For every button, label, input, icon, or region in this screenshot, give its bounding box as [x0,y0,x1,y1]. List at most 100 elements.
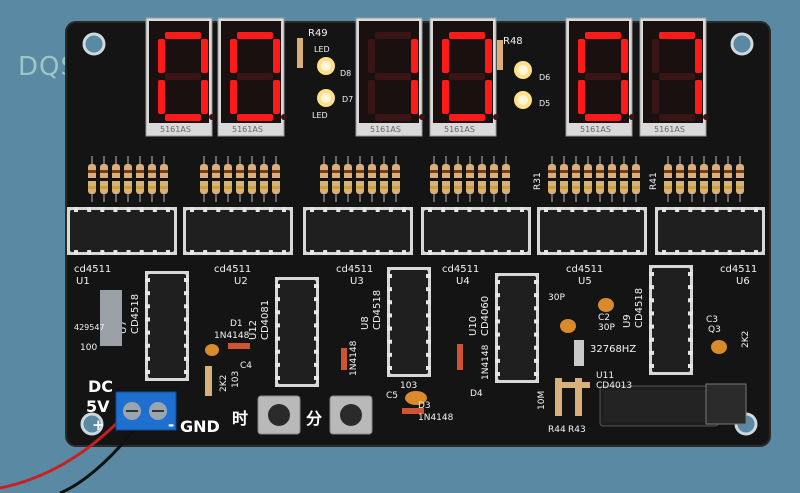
resistor-r43 [575,378,582,416]
segment-d [659,114,695,121]
resistor [100,156,108,202]
seven-segment-digit-1: 5161AS [145,17,215,137]
label-plus: + [92,416,105,434]
label-30p-left: 30P [548,293,565,303]
power-terminal[interactable] [115,391,177,431]
switch[interactable] [705,383,747,425]
resistor-r49 [297,38,303,68]
label-gnd: GND [180,417,220,436]
ic-ref-label: U9 [622,314,633,328]
decoder-ic-row [67,207,765,255]
segment-b [695,39,702,73]
red-wire [0,418,122,490]
segment-c [201,80,208,114]
hour-button[interactable] [257,395,301,435]
label-r48: R48 [503,36,523,47]
resistor [392,156,400,202]
resistor [356,156,364,202]
segment-b [273,39,280,73]
capacitor-c4 [205,344,219,356]
label-c5: C5 [386,391,398,401]
segment-d [375,114,411,121]
ic-ref-label: U8 [360,316,371,330]
display-part-number: 5161AS [444,125,475,134]
segment-a [659,32,695,39]
ic-cd4511-4 [421,207,531,255]
segment-a [165,32,201,39]
resistor [200,156,208,202]
label-crystal: 32768HZ [590,344,636,355]
label-103-c5: 103 [400,381,417,391]
label-c2: C2 [598,313,610,323]
segment-c [485,80,492,114]
resistor [454,156,462,202]
segment-d [165,114,201,121]
resistor [478,156,486,202]
transistor-q1 [100,290,122,346]
ic-cd4511-3 [303,207,413,255]
label-c4: C4 [240,361,252,371]
resistor [632,156,640,202]
ic-part-label: CD4518 [372,290,383,330]
segment-c [411,80,418,114]
ic-cd4511-5 [537,207,647,255]
resistor [224,156,232,202]
seven-segment-digit-5: 5161AS [565,17,635,137]
label-1n4148-d4: 1N4148 [481,344,491,380]
ic-ref-label: U7 [118,320,129,334]
label-minus: - [168,416,174,434]
resistor [584,156,592,202]
mount-hole [730,32,754,56]
silkscreen: R49 LED D8 LED D7 R48 D6 D5 cd4511 U1 cd… [74,28,757,436]
mount-hole [80,412,104,436]
segment-d [585,114,621,121]
label-u6-part: cd4511 [720,264,757,275]
label-u1: U1 [76,276,90,287]
diode-d2 [341,348,347,370]
resistor-10m [560,382,590,388]
segment-d [449,114,485,121]
capacitor-c5 [405,391,427,405]
diode-d4 [457,344,463,370]
label-u6: U6 [736,276,750,287]
segment-a [375,32,411,39]
label-d4: D4 [470,389,483,399]
seven-segment-digit-2: 5161AS [217,17,287,137]
segment-g [237,73,273,80]
segment-dp [703,114,709,120]
resistor [344,156,352,202]
diode-d1 [228,343,250,349]
segment-f [578,39,585,73]
display-part-number: 5161AS [654,125,685,134]
minute-button[interactable] [329,395,373,435]
segment-f [230,39,237,73]
label-r31: R31 [533,172,543,190]
segment-e [652,80,659,114]
label-c3: C3 [706,315,718,325]
seven-segment-digit-6: 5161AS [639,17,709,137]
segment-c [273,80,280,114]
resistor [466,156,474,202]
resistor [700,156,708,202]
resistor [136,156,144,202]
segment-g [165,73,201,80]
label-30p: 30P [598,323,615,333]
capacitor-c3 [711,340,727,354]
segment-b [201,39,208,73]
resistor [236,156,244,202]
segment-b [411,39,418,73]
resistor [368,156,376,202]
label-u4: U4 [456,276,470,287]
resistor-r48 [497,40,503,70]
label-u2: U2 [234,276,248,287]
segment-g [659,73,695,80]
label-u4-part: cd4511 [442,264,479,275]
ic-part-label: CD4518 [130,294,141,334]
segment-g [585,73,621,80]
label-d5: D5 [539,99,550,108]
ic-cd4013 [599,385,719,427]
display-part-number: 5161AS [370,125,401,134]
